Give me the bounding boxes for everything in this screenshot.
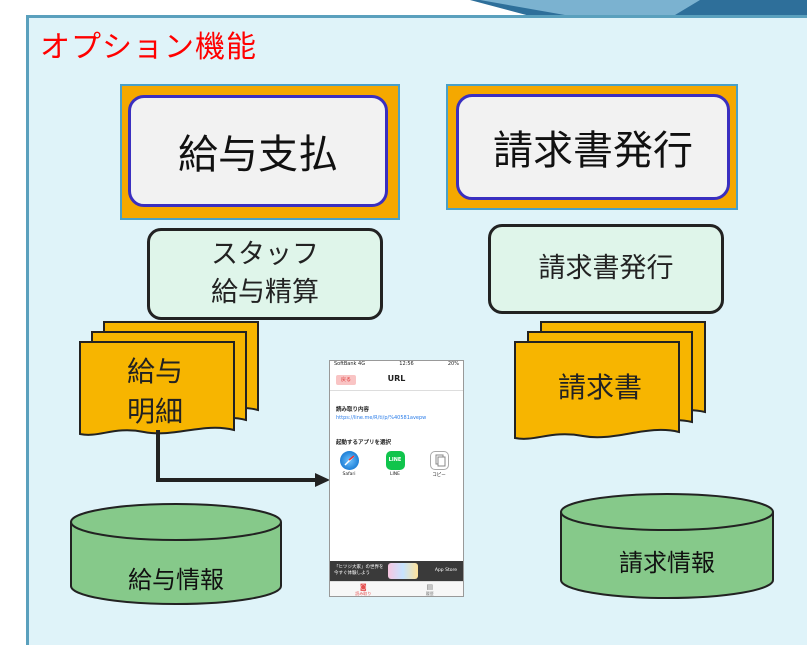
process-line-1: スタッフ bbox=[211, 239, 319, 270]
camera-icon: ◙ bbox=[359, 583, 367, 591]
process-line-2: 給与精算 bbox=[211, 277, 319, 308]
copy-icon bbox=[429, 451, 449, 470]
app-line-label: LINE bbox=[389, 472, 401, 477]
phone-read-heading: 読み取り内容 bbox=[336, 407, 370, 413]
line-icon: LINE bbox=[385, 451, 405, 470]
feature-payroll: 給与支払 bbox=[128, 95, 388, 207]
phone-nav-title: URL bbox=[387, 374, 406, 383]
tab-scan-label: 読み取り bbox=[355, 591, 372, 596]
phone-status-bar: SoftBank 4G 12:56 20% bbox=[330, 361, 463, 370]
page-title: オプション機能 bbox=[40, 30, 257, 65]
phone-screenshot: SoftBank 4G 12:56 20% 戻る URL 読み取り内容 http… bbox=[329, 360, 464, 597]
tab-history[interactable]: ▤ 履歴 bbox=[397, 583, 464, 596]
arrow-to-phone bbox=[156, 430, 330, 487]
tab-scan[interactable]: ◙ 読み取り bbox=[330, 583, 397, 596]
banner-image bbox=[388, 563, 418, 579]
phone-back-button[interactable]: 戻る bbox=[336, 375, 356, 385]
process-staff-payroll: スタッフ 給与精算 bbox=[147, 228, 383, 320]
phone-url[interactable]: https://line.me/R/ti/p/%40581avepw bbox=[336, 415, 427, 421]
database-payroll bbox=[70, 503, 282, 605]
database-invoice bbox=[560, 493, 774, 599]
phone-app-heading: 起動するアプリを選択 bbox=[336, 440, 392, 446]
history-icon: ▤ bbox=[426, 583, 434, 591]
banner-text: 「ヒツジ大家」の世界を 今すぐ体験しよう bbox=[334, 565, 384, 577]
document-stack-invoice bbox=[514, 321, 706, 440]
database-payroll-label: 給与情報 bbox=[128, 566, 224, 594]
banner-line-1: 「ヒツジ大家」の世界を bbox=[334, 565, 384, 570]
phone-ad-banner[interactable]: 「ヒツジ大家」の世界を 今すぐ体験しよう App Store bbox=[330, 561, 463, 581]
banner-line-2: 今すぐ体験しよう bbox=[334, 571, 370, 576]
phone-nav-bar: 戻る URL bbox=[330, 370, 463, 391]
feature-invoice: 請求書発行 bbox=[456, 94, 730, 200]
app-copy-label: コピー bbox=[432, 473, 446, 478]
banner-store: App Store bbox=[434, 568, 457, 573]
safari-icon bbox=[339, 451, 359, 470]
document-invoice-label: 請求書 bbox=[557, 371, 642, 404]
database-invoice-label: 請求情報 bbox=[619, 549, 715, 577]
app-copy[interactable]: コピー bbox=[426, 451, 452, 478]
document-line-1: 給与 bbox=[126, 355, 183, 388]
phone-tab-bar: ◙ 読み取り ▤ 履歴 bbox=[330, 581, 464, 596]
phone-time: 12:56 bbox=[399, 361, 414, 367]
phone-carrier: SoftBank 4G bbox=[334, 361, 366, 367]
phone-battery: 20% bbox=[447, 361, 459, 367]
process-invoice: 請求書発行 bbox=[488, 224, 724, 314]
document-stack-payslip bbox=[79, 321, 259, 436]
tab-history-label: 履歴 bbox=[425, 591, 434, 596]
app-safari-label: Safari bbox=[342, 472, 356, 477]
app-safari[interactable]: Safari bbox=[336, 451, 362, 477]
app-line[interactable]: LINE LINE bbox=[382, 451, 408, 477]
document-line-2: 明細 bbox=[126, 395, 183, 428]
document-payslip-label: 給与 明細 bbox=[100, 352, 210, 432]
